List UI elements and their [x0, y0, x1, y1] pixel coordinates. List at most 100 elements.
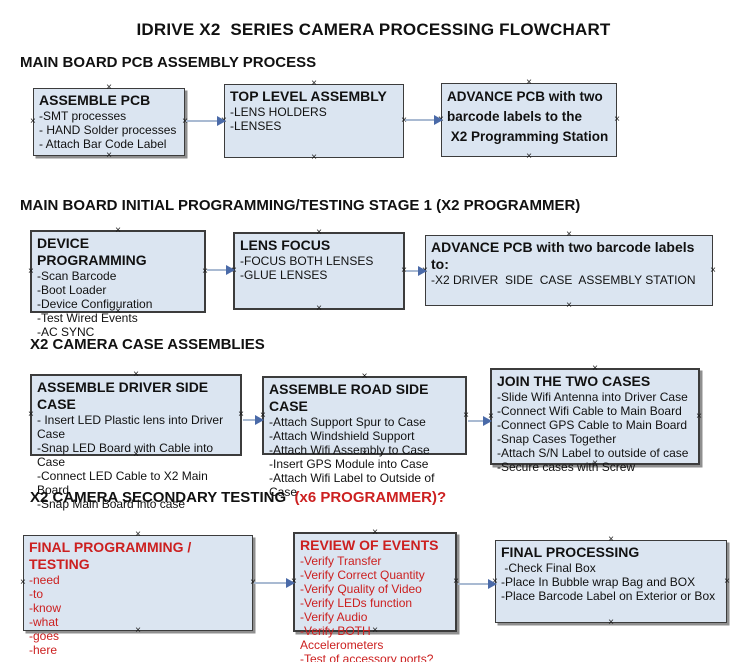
box-advance-pcb-programming-station: ADVANCE PCB with two barcode labels to t…	[438, 78, 620, 162]
box-title: JOIN THE TWO CASES	[497, 373, 651, 389]
box-line: -Connect LED Cable to X2 Main Board	[37, 469, 212, 497]
box-title: DEVICE PROGRAMMING	[37, 235, 147, 268]
arrowhead-icon	[217, 116, 226, 126]
connector-handle-icon: ×	[238, 409, 244, 420]
connector-handle-icon: ×	[566, 300, 572, 311]
flow-arrow	[468, 416, 492, 426]
box-line: -need	[29, 573, 60, 587]
connector-handle-icon: ×	[316, 303, 322, 314]
box-line: -Scan Barcode	[37, 269, 117, 283]
box-line: -Attach Wifi Label to Outside of Case	[269, 471, 438, 499]
box-line: -Attach Windshield Support	[269, 429, 415, 443]
connector-handle-icon: ×	[463, 409, 469, 421]
box-line: barcode labels to the	[447, 109, 583, 124]
arrowhead-icon	[483, 416, 492, 426]
box-line: -know	[29, 601, 62, 615]
box-title: FINAL PROCESSING	[501, 544, 640, 560]
arrowhead-icon	[286, 578, 295, 588]
arrowhead-icon	[418, 266, 427, 276]
connector-handle-icon: ×	[20, 577, 26, 588]
connector-handle-icon: ×	[106, 150, 112, 161]
box-line: -GLUE LENSES	[240, 268, 328, 282]
box-line: -to	[29, 587, 44, 601]
box-title: FINAL PROGRAMMING / TESTING	[29, 539, 196, 572]
connector-handle-icon: ×	[372, 527, 378, 538]
box-review-of-events: REVIEW OF EVENTS -Verify Transfer -Verif…	[291, 527, 459, 662]
box-line: -Verify Quality of Video	[300, 582, 422, 596]
box-line: -Insert GPS Module into Case	[269, 457, 429, 471]
box-assemble-driver-side-case: ASSEMBLE DRIVER SIDE CASE - Insert LED P…	[28, 369, 244, 512]
box-line: -Attach Support Spur to Case	[269, 415, 426, 429]
box-line: -here	[29, 643, 58, 657]
connector-handle-icon: ×	[526, 77, 532, 88]
connector-handle-icon: ×	[608, 617, 614, 628]
box-line: -X2 DRIVER SIDE CASE ASSEMBLY STATION	[431, 273, 696, 287]
box-line: -Verify Correct Quantity	[300, 568, 425, 582]
box-line: -Secure cases with Screw	[497, 460, 636, 474]
box-line: -Verify Audio	[300, 610, 368, 624]
section-heading-case-assemblies: X2 CAMERA CASE ASSEMBLIES	[30, 336, 265, 353]
box-advance-pcb-driver-station: ADVANCE PCB with two barcode labels to: …	[422, 230, 716, 311]
page-title: IDRIVE X2 SERIES CAMERA PROCESSING FLOWC…	[136, 20, 611, 39]
box-line: -FOCUS BOTH LENSES	[240, 254, 374, 268]
box-line: -Verify LEDs function	[300, 596, 413, 610]
box-line: -Attach S/N Label to outside of case	[497, 446, 689, 460]
box-line: - Insert LED Plastic lens into Driver Ca…	[37, 413, 227, 441]
arrowhead-icon	[434, 115, 443, 125]
box-title: REVIEW OF EVENTS	[300, 537, 439, 553]
box-title: TOP LEVEL ASSEMBLY	[230, 88, 387, 104]
connector-handle-icon: ×	[28, 409, 34, 420]
arrowhead-icon	[226, 265, 235, 275]
connector-handle-icon: ×	[115, 225, 121, 236]
box-title: ASSEMBLE DRIVER SIDE CASE	[37, 379, 213, 412]
section-heading-secondary-testing: X2 CAMERA SECONDARY TESTING (x6 PROGRAMM…	[30, 489, 446, 506]
connector-handle-icon: ×	[724, 575, 730, 587]
box-line: -Device Configuration	[37, 297, 153, 311]
flow-arrow	[405, 115, 443, 125]
box-line: -Place In Bubble wrap Bag and BOX	[501, 575, 696, 589]
connector-handle-icon: ×	[316, 227, 322, 238]
box-line: -Snap LED Board with Cable into Case	[37, 441, 217, 469]
box-line: ADVANCE PCB with two	[447, 89, 603, 104]
box-line: -Connect GPS Cable to Main Board	[497, 418, 688, 432]
section-heading-pcb-assembly: MAIN BOARD PCB ASSEMBLY PROCESS	[20, 54, 317, 71]
connector-handle-icon: ×	[28, 265, 34, 277]
heading-red-part: (x6 PROGRAMMER)?	[290, 489, 447, 506]
connector-handle-icon: ×	[311, 152, 317, 163]
section-heading-initial-programming: MAIN BOARD INITIAL PROGRAMMING/TESTING S…	[20, 197, 581, 214]
box-line: -Check Final Box	[501, 561, 596, 575]
box-assemble-pcb: ASSEMBLE PCB -SMT processes - HAND Solde…	[30, 83, 188, 161]
box-line: -Attach Wifi Assembly to Case	[269, 443, 430, 457]
box-top-level-assembly: TOP LEVEL ASSEMBLY -LENS HOLDERS -LENSES…	[221, 79, 407, 163]
connector-handle-icon: ×	[30, 116, 36, 127]
connector-handle-icon: ×	[135, 529, 141, 540]
box-line: -Snap Cases Together	[497, 432, 617, 446]
box-title: ASSEMBLE ROAD SIDE CASE	[269, 381, 433, 414]
flow-arrow	[207, 265, 235, 275]
arrowhead-icon	[488, 579, 497, 589]
box-line: -Verify BOTH Accelerometers	[300, 624, 384, 652]
box-title: LENS FOCUS	[240, 237, 331, 253]
box-assemble-road-side-case: ASSEMBLE ROAD SIDE CASE -Attach Support …	[260, 371, 469, 500]
box-join-the-two-cases: JOIN THE TWO CASES -Slide Wifi Antenna i…	[488, 363, 702, 475]
connector-handle-icon: ×	[106, 82, 112, 93]
box-line: -LENSES	[230, 119, 282, 133]
box-line: X2 Programming Station	[447, 129, 609, 144]
box-final-processing: FINAL PROCESSING -Check Final Box -Place…	[492, 535, 730, 628]
flow-arrow	[186, 116, 226, 126]
flow-arrow	[458, 579, 497, 589]
flow-arrow	[254, 578, 295, 588]
connector-handle-icon: ×	[361, 371, 368, 382]
box-line: -Connect Wifi Cable to Main Board	[497, 404, 682, 418]
box-line: -SMT processes	[39, 109, 127, 123]
box-line: -AC SYNC	[37, 325, 95, 339]
box-title: ADVANCE PCB with two barcode labels to:	[431, 239, 699, 272]
box-line: -Boot Loader	[37, 283, 107, 297]
box-line: -what	[29, 615, 59, 629]
connector-handle-icon: ×	[592, 363, 598, 374]
box-line: - Attach Bar Code Label	[39, 137, 167, 151]
connector-handle-icon: ×	[133, 369, 139, 380]
connector-handle-icon: ×	[710, 264, 716, 276]
box-line: -Test of accessory ports?	[300, 652, 434, 662]
box-line: -Verify Transfer	[300, 554, 382, 568]
